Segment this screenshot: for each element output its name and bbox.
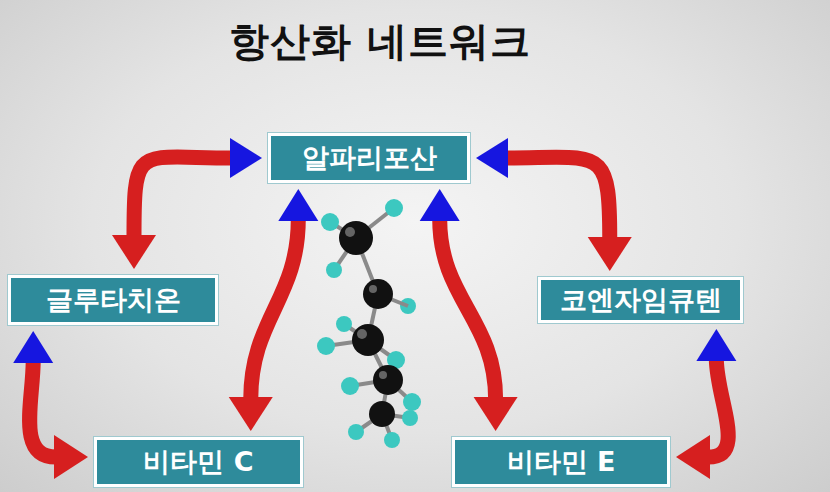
curved-arrow [440, 219, 496, 399]
node-label: 비타민 E [507, 447, 616, 477]
node-label: 글루타치온 [46, 285, 181, 315]
node-label: 비타민 C [143, 447, 253, 477]
node-label: 알파리포산 [302, 143, 437, 173]
node-box: 글루타치온 [8, 275, 218, 325]
node-label: 코엔자임큐텐 [560, 285, 722, 315]
curved-arrow [506, 157, 610, 239]
curved-arrow [30, 361, 56, 457]
curved-arrow [251, 219, 299, 399]
diagram-title: 항산화 네트워크 [0, 14, 760, 69]
curved-arrow [134, 157, 232, 237]
node-box: 알파리포산 [268, 133, 470, 183]
node-box: 비타민 C [94, 437, 303, 487]
curved-arrow [708, 359, 728, 457]
node-box: 비타민 E [452, 437, 670, 487]
node-box: 코엔자임큐텐 [538, 277, 743, 323]
